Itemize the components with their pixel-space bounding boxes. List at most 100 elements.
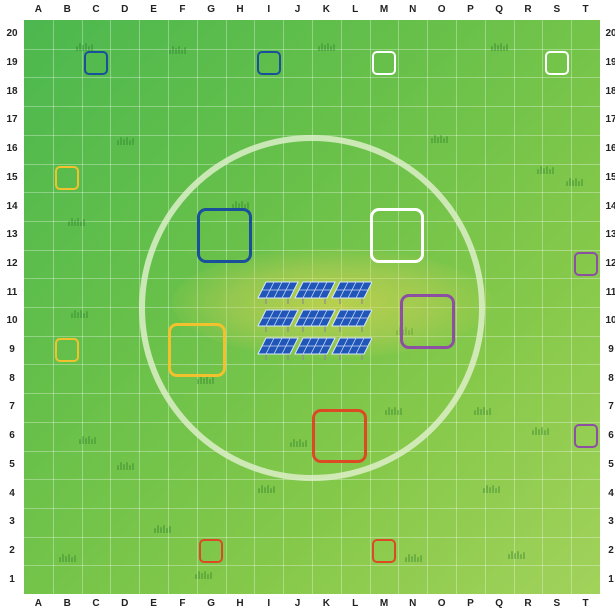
solar-panel <box>295 282 335 304</box>
marker-blue-i19[interactable] <box>257 51 281 75</box>
grass-tuft <box>508 551 526 559</box>
marker-blue-c19[interactable] <box>84 51 108 75</box>
grass-tuft <box>491 43 509 51</box>
row-label-left-4: 4 <box>1 488 23 500</box>
row-label-left-7: 7 <box>1 401 23 413</box>
grass-tuft <box>59 554 77 562</box>
row-label-left-15: 15 <box>1 172 23 184</box>
map-field[interactable] <box>24 20 600 594</box>
solar-panel <box>332 338 372 360</box>
column-label-top-d: D <box>110 4 139 16</box>
marker-yellow-b9[interactable] <box>55 338 79 362</box>
row-label-left-3: 3 <box>1 516 23 528</box>
row-label-right-10: 10 <box>600 315 615 327</box>
row-label-left-1: 1 <box>1 574 23 586</box>
column-label-top-r: R <box>514 4 543 16</box>
grass-tuft <box>483 485 501 493</box>
grid-line-vertical <box>542 20 543 594</box>
column-label-top-j: J <box>283 4 312 16</box>
grass-tuft <box>258 485 276 493</box>
marker-yellow-b15[interactable] <box>55 166 79 190</box>
column-label-top-f: F <box>168 4 197 16</box>
column-label-bottom-j: J <box>283 598 312 610</box>
grass-tuft <box>431 135 449 143</box>
column-label-top-m: M <box>370 4 399 16</box>
marker-purple-n10[interactable] <box>400 294 455 349</box>
marker-blue-g13[interactable] <box>197 208 252 263</box>
row-label-left-14: 14 <box>1 201 23 213</box>
row-label-left-18: 18 <box>1 86 23 98</box>
column-label-bottom-e: E <box>139 598 168 610</box>
solar-panel <box>295 310 335 332</box>
column-label-top-g: G <box>197 4 226 16</box>
column-label-top-p: P <box>456 4 485 16</box>
column-label-top-k: K <box>312 4 341 16</box>
row-label-right-8: 8 <box>600 373 615 385</box>
row-label-right-2: 2 <box>600 545 615 557</box>
row-label-right-15: 15 <box>600 172 615 184</box>
column-label-bottom-l: L <box>341 598 370 610</box>
marker-red-k6[interactable] <box>312 409 367 464</box>
solar-panel-array[interactable] <box>252 278 372 363</box>
solar-panel <box>332 282 372 304</box>
solar-panel-icon <box>252 278 372 363</box>
column-label-bottom-d: D <box>110 598 139 610</box>
column-label-bottom-g: G <box>197 598 226 610</box>
marker-white-s19[interactable] <box>545 51 569 75</box>
row-label-right-20: 20 <box>600 28 615 40</box>
grass-tuft <box>117 462 135 470</box>
marker-purple-t6[interactable] <box>574 424 598 448</box>
column-label-bottom-c: C <box>82 598 111 610</box>
row-label-left-11: 11 <box>1 287 23 299</box>
row-label-left-2: 2 <box>1 545 23 557</box>
grass-tuft <box>195 571 213 579</box>
column-label-bottom-k: K <box>312 598 341 610</box>
marker-red-m2[interactable] <box>372 539 396 563</box>
row-label-left-20: 20 <box>1 28 23 40</box>
row-label-right-16: 16 <box>600 143 615 155</box>
column-label-bottom-t: T <box>571 598 600 610</box>
row-label-left-19: 19 <box>1 57 23 69</box>
column-label-bottom-i: I <box>254 598 283 610</box>
marker-white-m19[interactable] <box>372 51 396 75</box>
column-label-bottom-s: S <box>542 598 571 610</box>
column-label-top-q: Q <box>485 4 514 16</box>
row-label-right-4: 4 <box>600 488 615 500</box>
column-label-top-n: N <box>398 4 427 16</box>
column-label-top-i: I <box>254 4 283 16</box>
grass-tuft <box>68 218 86 226</box>
grass-tuft <box>474 407 492 415</box>
row-label-right-1: 1 <box>600 574 615 586</box>
column-label-top-t: T <box>571 4 600 16</box>
marker-red-g2[interactable] <box>199 539 223 563</box>
solar-panel <box>332 310 372 332</box>
column-label-top-a: A <box>24 4 53 16</box>
row-label-right-14: 14 <box>600 201 615 213</box>
grass-tuft <box>71 310 89 318</box>
row-label-right-11: 11 <box>600 287 615 299</box>
row-label-right-6: 6 <box>600 430 615 442</box>
marker-purple-t12[interactable] <box>574 252 598 276</box>
grass-tuft <box>537 166 555 174</box>
grass-tuft <box>154 525 172 533</box>
column-label-top-h: H <box>226 4 255 16</box>
row-label-left-8: 8 <box>1 373 23 385</box>
marker-yellow-f9[interactable] <box>168 323 226 378</box>
solar-panel <box>258 338 298 360</box>
column-label-top-l: L <box>341 4 370 16</box>
column-label-bottom-n: N <box>398 598 427 610</box>
row-label-right-5: 5 <box>600 459 615 471</box>
row-label-left-5: 5 <box>1 459 23 471</box>
grass-tuft <box>405 554 423 562</box>
column-label-bottom-a: A <box>24 598 53 610</box>
column-label-top-o: O <box>427 4 456 16</box>
row-label-right-12: 12 <box>600 258 615 270</box>
marker-white-m13[interactable] <box>370 208 425 263</box>
column-label-bottom-o: O <box>427 598 456 610</box>
grid-line-vertical <box>571 20 572 594</box>
column-label-bottom-m: M <box>370 598 399 610</box>
row-label-right-19: 19 <box>600 57 615 69</box>
solar-panel <box>295 338 335 360</box>
column-label-top-b: B <box>53 4 82 16</box>
